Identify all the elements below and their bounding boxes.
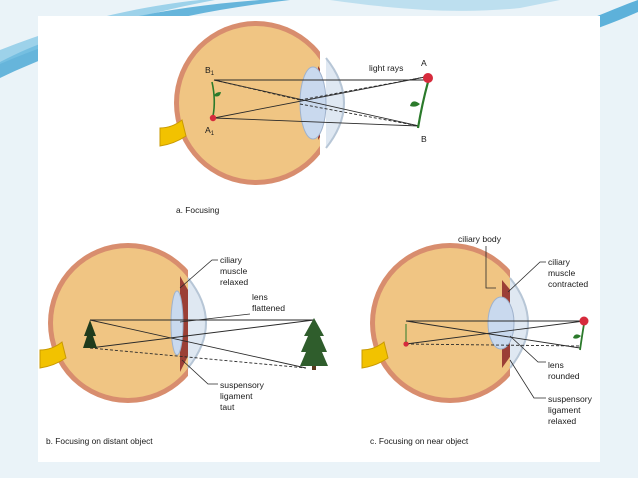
tree-crown <box>300 318 328 366</box>
tree-object-b <box>300 318 328 370</box>
panel-c-leader-lines <box>485 246 546 399</box>
eye-a <box>174 21 320 185</box>
rose-leaf <box>410 101 420 107</box>
panel-b-leader-lines <box>179 259 251 385</box>
leader-lens-b <box>179 313 251 323</box>
eye-b-optic-nerve <box>39 341 67 369</box>
label-ligament-c-line3: relaxed <box>548 416 576 426</box>
rose-stem <box>416 81 430 129</box>
rose-c-image-bloom <box>403 341 409 347</box>
label-ciliary-body: ciliary body <box>458 234 502 244</box>
ray-c-bottom <box>405 343 581 347</box>
label-point-b1-letter: B <box>205 65 211 75</box>
eye-b-lens-flattened <box>170 290 184 356</box>
rose-image-leaf <box>214 92 221 97</box>
label-lens-c-line2: rounded <box>548 371 580 381</box>
ray-b-bottom <box>89 347 307 369</box>
label-point-b1: B1 <box>205 65 215 77</box>
panel-c-near: ciliary body ciliary muscle contracted l… <box>361 234 594 446</box>
panel-a-focusing: light rays A B B1 A1 a. Focusing <box>159 21 433 215</box>
tree-trunk <box>312 366 316 370</box>
leader-ciliary-body-c <box>485 246 496 289</box>
label-ciliary-muscle-contracted: ciliary muscle contracted <box>548 257 588 289</box>
rose-bloom <box>423 73 433 83</box>
label-ligament-b-line2: ligament <box>220 391 253 401</box>
leader-ligament-b <box>181 359 218 385</box>
panel-b-distant: ciliary muscle relaxed lens flattened su… <box>39 243 328 446</box>
ray-c-cross-1 <box>405 320 581 349</box>
top-middle-wave <box>330 0 560 11</box>
eye-b-ciliary-body <box>180 276 188 372</box>
tree-image-crown <box>83 320 97 348</box>
panel-b-rays <box>89 319 315 369</box>
label-point-b1-sub: 1 <box>211 71 215 77</box>
label-ligament-b-line3: taut <box>220 402 235 412</box>
label-point-a1-sub: 1 <box>211 131 215 137</box>
rose-image-c <box>403 324 409 347</box>
eye-a-optic-nerve <box>159 119 187 147</box>
leader-ligament-c <box>509 359 546 399</box>
tree-image-b <box>83 320 97 348</box>
rose-object-a <box>410 73 433 129</box>
label-ciliary-b-line3: relaxed <box>220 277 248 287</box>
label-light-rays: light rays <box>369 63 403 73</box>
label-ligament-relaxed: suspensory ligament relaxed <box>548 394 594 426</box>
rose-image-bloom <box>209 114 217 122</box>
panel-c-rays <box>405 320 585 349</box>
leader-ciliary-b <box>179 259 218 289</box>
ray-dashed-a <box>299 76 426 101</box>
caption-panel-b: b. Focusing on distant object <box>46 436 153 446</box>
rose-image-stem <box>211 81 216 117</box>
label-ligament-c-line2: ligament <box>548 405 581 415</box>
label-ciliary-c-line1: ciliary <box>548 257 571 267</box>
rose-object-c <box>573 316 589 351</box>
ray-b-cross-2 <box>89 319 315 349</box>
rose-image-a <box>209 81 221 122</box>
eye-b-cornea <box>187 277 207 369</box>
label-ciliary-c-line2: muscle <box>548 268 575 278</box>
panel-a-light-rays <box>213 76 426 127</box>
caption-panel-c: c. Focusing on near object <box>370 436 469 446</box>
label-ciliary-c-line3: contracted <box>548 279 588 289</box>
eye-c-lens-rounded <box>487 296 515 350</box>
label-point-b: B <box>421 134 427 144</box>
label-lens-b-line1: lens <box>252 292 268 302</box>
label-ciliary-muscle-relaxed: ciliary muscle relaxed <box>220 255 250 287</box>
label-point-a1: A1 <box>205 125 215 137</box>
eye-a-cornea <box>325 57 345 149</box>
label-lens-b-line2: flattened <box>252 303 285 313</box>
caption-panel-a: a. Focusing <box>176 205 220 215</box>
rose-c-bloom <box>579 316 589 326</box>
eye-b <box>48 243 188 403</box>
label-ciliary-b-line2: muscle <box>220 266 247 276</box>
label-point-a: A <box>421 58 427 68</box>
label-ligament-c-line1: suspensory <box>548 394 593 404</box>
label-lens-rounded: lens rounded <box>548 360 580 381</box>
eye-c <box>370 243 510 403</box>
label-point-a1-letter: A <box>205 125 211 135</box>
eye-a-vitreous <box>179 26 320 180</box>
label-ciliary-b-line1: ciliary <box>220 255 243 265</box>
leader-ciliary-muscle-c <box>507 261 546 293</box>
label-lens-c-line1: lens <box>548 360 564 370</box>
eye-c-optic-nerve <box>361 341 389 369</box>
rose-c-leaf <box>573 334 581 339</box>
ray-b-cross-1 <box>89 319 307 369</box>
label-ligament-taut: suspensory ligament taut <box>220 380 266 412</box>
ray-dashed-b <box>299 103 420 127</box>
rose-c-stem <box>579 323 585 351</box>
eye-c-vitreous <box>375 248 510 398</box>
label-ligament-b-line1: suspensory <box>220 380 265 390</box>
eye-a-lens <box>299 66 327 140</box>
ray-c-cross-2 <box>405 320 585 345</box>
eye-b-vitreous <box>53 248 188 398</box>
leader-lens-c <box>509 335 546 363</box>
ray-a1-b <box>213 117 420 127</box>
label-lens-flattened: lens flattened <box>252 292 285 313</box>
